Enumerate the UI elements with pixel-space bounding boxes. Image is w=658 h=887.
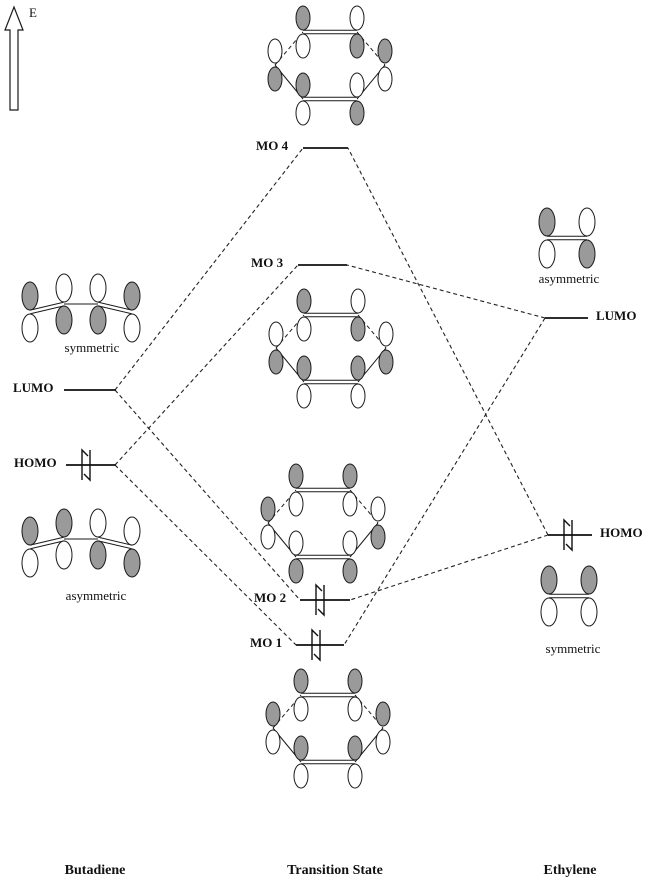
electron-pair-butadiene-homo [81, 448, 91, 482]
electron-pair-mo2 [315, 583, 325, 617]
column-title-ethylene: Ethylene [543, 863, 597, 878]
butadiene-lumo-orbital-picture [8, 270, 148, 350]
column-title-butadiene: Butadiene [64, 863, 126, 878]
energy-levels [64, 147, 592, 646]
ts-mo4-orbital-picture [255, 0, 405, 130]
correlation-lines [114, 147, 549, 646]
ethylene-homo-symmetry-label: symmetric [545, 641, 601, 656]
mo2-label: MO 2 [254, 590, 287, 605]
electron-pair-ethylene-homo [563, 518, 573, 552]
correlation-line-butadiene-lumo-mo4 [114, 147, 304, 391]
energy-axis-label: E [29, 5, 37, 20]
ethylene-lumo-label: LUMO [596, 308, 637, 323]
mo3-label: MO 3 [251, 255, 284, 270]
correlation-line-ethylene-lumo-mo3 [346, 264, 546, 319]
butadiene-lumo-symmetry-label: symmetric [64, 340, 120, 355]
correlation-line-butadiene-homo-mo1 [114, 464, 297, 646]
energy-axis-arrow-icon [4, 5, 24, 111]
correlation-line-butadiene-homo-mo3 [114, 264, 299, 466]
ethylene-homo-orbital-picture [524, 560, 614, 632]
butadiene-homo-orbital-picture [8, 505, 148, 585]
electron-pair-mo1 [311, 628, 321, 662]
ethylene-homo-label: HOMO [600, 525, 643, 540]
correlation-line-ethylene-homo-mo4 [347, 147, 549, 536]
ts-mo3-orbital-picture [256, 283, 406, 413]
ts-mo1-orbital-picture [253, 663, 403, 793]
ethylene-lumo-symmetry-label: asymmetric [538, 271, 600, 286]
correlation-line-butadiene-lumo-mo2 [114, 389, 301, 601]
ethylene-lumo-orbital-picture [522, 202, 612, 274]
column-title-transition-state: Transition State [287, 863, 383, 878]
electron-pairs [81, 448, 573, 662]
mo4-label: MO 4 [256, 138, 289, 153]
butadiene-homo-symmetry-label: asymmetric [65, 588, 127, 603]
correlation-line-ethylene-lumo-mo1 [343, 317, 546, 646]
butadiene-homo-label: HOMO [14, 455, 57, 470]
ts-mo2-orbital-picture [248, 458, 398, 588]
mo1-label: MO 1 [250, 635, 283, 650]
butadiene-lumo-label: LUMO [13, 380, 54, 395]
